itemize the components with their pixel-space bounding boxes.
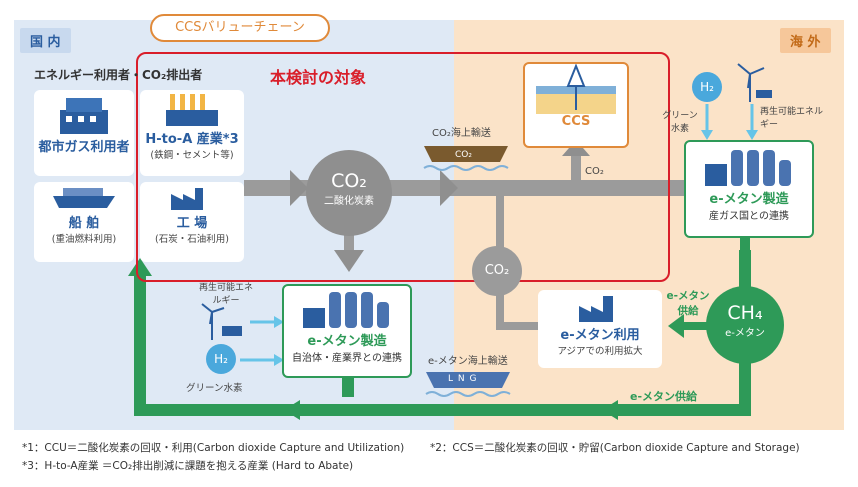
ch4-formula: CH₄ — [727, 302, 763, 324]
factory-icon — [171, 188, 203, 210]
methanation-plant-icon — [303, 292, 389, 328]
overseas-h2-icon: H₂ — [692, 72, 722, 102]
co2-name: 二酸化炭素 — [324, 196, 374, 207]
co2-circle: CO₂ 二酸化炭素 — [306, 150, 392, 236]
emitter-sub: (鉄鋼・セメント等) — [150, 150, 234, 161]
factory-icon — [166, 94, 218, 126]
emitter-hta-industry: H-to-A 産業*3 (鉄鋼・セメント等) — [140, 90, 244, 176]
factory-icon — [579, 296, 613, 322]
co2-up-label: CO₂ — [585, 166, 604, 177]
footnote-2: *2：CCS＝二酸化炭素の回収・貯留(Carbon dioxide Captur… — [430, 442, 800, 454]
emitter-title: H-to-A 産業*3 — [145, 132, 239, 147]
emethane-supply-up-label: e-メタン供給 — [666, 290, 710, 317]
domestic-methanation-sub: 自治体・産業界との連携 — [292, 353, 402, 364]
ch4-circle: CH₄ e-メタン — [706, 286, 784, 364]
overseas-methanation-title: e-メタン製造 — [709, 192, 789, 207]
emethane-supply-bottom-label: e-メタン供給 — [630, 390, 698, 403]
emitter-factory: 工 場 (石炭・石油利用) — [140, 182, 244, 262]
emitter-title: 都市ガス利用者 — [38, 140, 130, 155]
overseas-renewable-label: 再生可能エネルギー — [760, 107, 824, 130]
domestic-h2-icon: H₂ — [206, 344, 236, 374]
emitter-city-gas: 都市ガス利用者 — [34, 90, 134, 176]
co2-ship-icon — [423, 146, 509, 171]
lng-ship-label: e-メタン海上輸送 — [428, 356, 508, 367]
co2-down-flow — [344, 224, 354, 254]
ccs-box: CCS — [523, 62, 629, 148]
emethane-use-title: e-メタン利用 — [560, 328, 640, 343]
ship-icon — [53, 188, 115, 208]
methanation-plant-icon — [705, 150, 791, 186]
study-scope-box — [136, 52, 670, 282]
emitter-title: 工 場 — [176, 216, 208, 231]
ccs-value-chain-label: CCSバリューチェーン — [150, 14, 330, 42]
emitter-sub: (重油燃料利用) — [51, 234, 117, 245]
lng-ship-icon — [425, 372, 511, 397]
ccs-label: CCS — [561, 114, 591, 129]
domestic-green-h2-label: グリーン水素 — [186, 383, 243, 394]
co2-small-circle: CO₂ — [472, 246, 522, 296]
arrow-to-domestic-methanation — [334, 250, 364, 272]
domestic-methanation-box: e-メタン製造 自治体・産業界との連携 — [282, 284, 412, 378]
wind-solar-icon — [737, 63, 772, 102]
arrow-to-co2 — [290, 170, 308, 206]
domestic-methanation-title: e-メタン製造 — [307, 334, 387, 349]
arrow-to-ccs — [562, 140, 590, 156]
ccs-up-flow — [571, 152, 581, 182]
ch4-name: e-メタン — [725, 328, 765, 339]
emethane-use-box: e-メタン利用 アジアでの利用拡大 — [538, 290, 662, 368]
overseas-tag: 海 外 — [780, 28, 831, 53]
overseas-methanation-sub: 産ガス国との連携 — [709, 211, 789, 222]
footnote-3: *3：H-to-A産業 ＝CO₂排出削減に課題を抱える産業 (Hard to A… — [22, 460, 354, 472]
wind-solar-icon — [201, 303, 242, 340]
overseas-methanation-box: e-メタン製造 産ガス国との連携 — [684, 140, 814, 238]
footnote-1: *1：CCU＝二酸化炭素の回収・利用(Carbon dioxide Captur… — [22, 442, 405, 454]
emitter-sub: (石炭・石油利用) — [155, 234, 229, 245]
emitters-label: エネルギー利用者・CO₂排出者 — [34, 68, 203, 82]
domestic-renewable-label: 再生可能エネルギー — [198, 283, 253, 306]
emethane-use-sub: アジアでの利用拡大 — [557, 346, 643, 357]
co2-ship-badge: CO₂ — [455, 150, 472, 160]
lng-badge: L N G — [448, 374, 478, 384]
building-icon — [60, 98, 108, 134]
emitter-title: 船 舶 — [68, 216, 100, 231]
domestic-tag: 国 内 — [20, 28, 71, 53]
co2-ship-label: CO₂海上輸送 — [432, 128, 491, 139]
storage-rig-icon — [536, 64, 616, 114]
arrow-to-ship — [440, 170, 458, 206]
study-scope-title: 本検討の対象 — [270, 68, 367, 87]
emitter-ship: 船 舶 (重油燃料利用) — [34, 182, 134, 262]
co2-formula: CO₂ — [331, 170, 367, 192]
overseas-green-h2-label: グリーン水素 — [662, 111, 698, 134]
